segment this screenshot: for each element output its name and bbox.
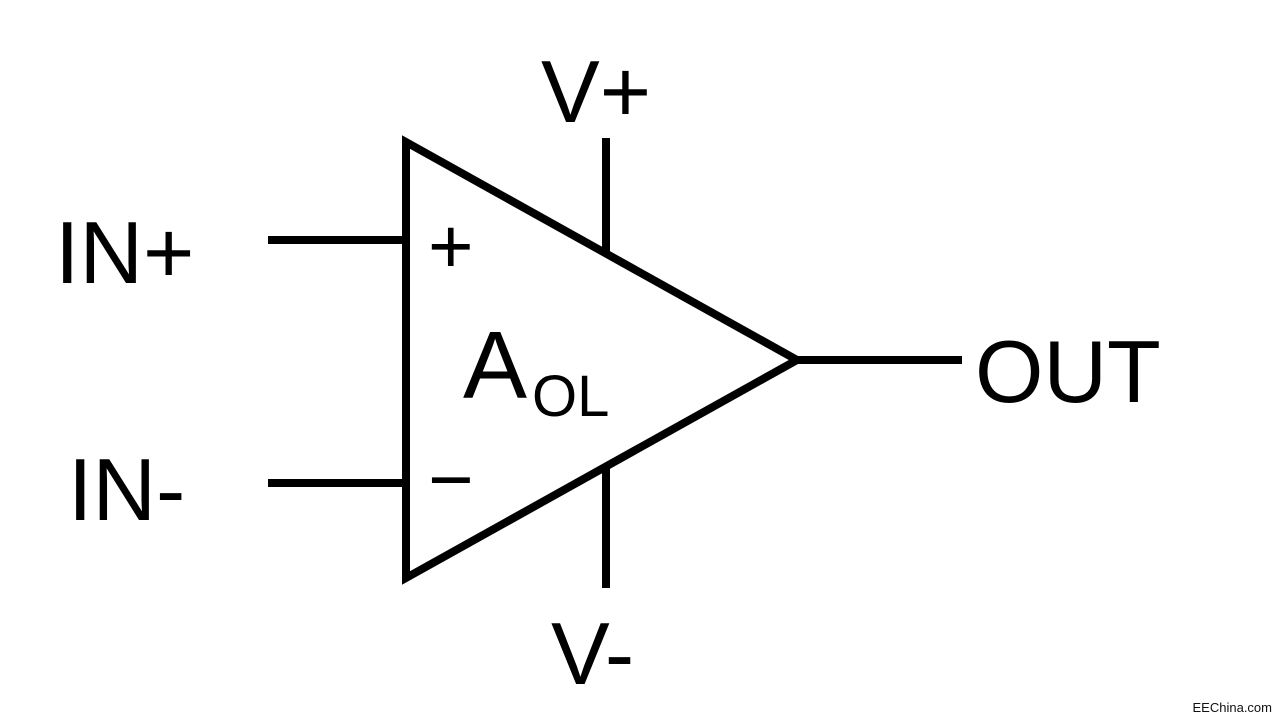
watermark-text: EEChina.com bbox=[1193, 700, 1272, 715]
input-negative-label: IN- bbox=[68, 440, 185, 539]
plus-sign: + bbox=[428, 202, 474, 290]
supply-negative-label: V- bbox=[551, 604, 634, 703]
output-label: OUT bbox=[975, 322, 1161, 421]
minus-sign: − bbox=[428, 435, 474, 523]
opamp-triangle bbox=[402, 135, 806, 585]
gain-label-subscript: OL bbox=[532, 364, 609, 429]
input-positive-label: IN+ bbox=[55, 203, 194, 302]
gain-label-main: A bbox=[463, 312, 527, 419]
supply-positive-label: V+ bbox=[541, 42, 651, 141]
